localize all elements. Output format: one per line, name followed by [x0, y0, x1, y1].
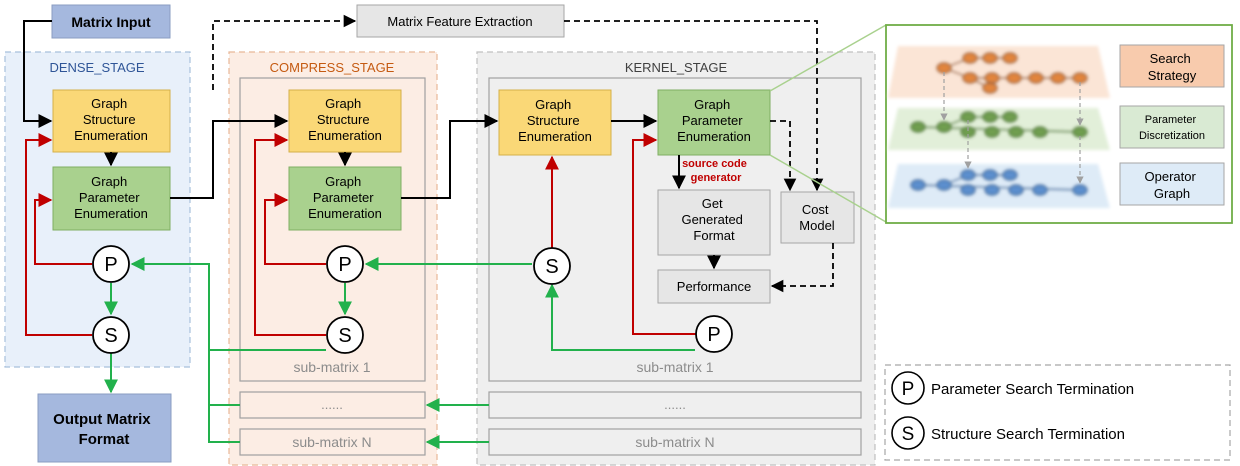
red-arrow-dense-p-to-parameter [34, 193, 92, 265]
compress-graph-structure-text: Graph Structure Enumeration [308, 96, 382, 143]
dashed-arrow-feature-to-cost-model [564, 20, 824, 192]
legend-s-node: S [891, 416, 925, 450]
inset-operator-layer [888, 164, 1110, 208]
dashed-arrow-cost-model-to-performance [770, 243, 834, 293]
green-arrow-compress-s-to-dense-p [130, 257, 326, 351]
svg-text:S: S [338, 325, 351, 347]
inset-gray-dashed-links [940, 72, 1084, 184]
matrix-input-box [51, 4, 171, 39]
dense-graph-parameter-box [52, 166, 171, 231]
cost-model-box [780, 191, 855, 244]
dense-graph-structure-text: Graph Structure Enumeration [74, 96, 148, 143]
kernel-graph-structure-box [498, 89, 612, 156]
legend-panel [884, 364, 1231, 461]
kernel-stage-label: KERNEL_STAGE [625, 60, 728, 75]
kernel-sub-matrix-1-label: sub-matrix 1 [636, 359, 713, 375]
performance-text: Performance [677, 279, 751, 294]
legend-s-text: Structure Search Termination [931, 426, 1125, 443]
kernel-graph-parameter-box [657, 89, 771, 156]
legend-p-text: Parameter Search Termination [931, 381, 1134, 398]
svg-text:S: S [104, 325, 117, 347]
search-strategy-box [1119, 44, 1225, 88]
arrow-input-to-dense-structure [23, 20, 53, 128]
cost-model-text: Cost Model [799, 202, 835, 233]
compress-p-node: P [326, 245, 364, 283]
arrow-dense-to-compress [170, 114, 289, 199]
operator-graph-text: Operator Graph [1145, 169, 1200, 201]
inset-search-strategy-layer [888, 46, 1110, 98]
performance-box [657, 269, 771, 304]
kernel-s-node: S [533, 247, 571, 285]
inset-blue-graph [910, 169, 1088, 196]
kernel-sub-matrix-1-panel [488, 77, 862, 382]
kernel-graph-structure-text: Graph Structure Enumeration [518, 97, 592, 144]
red-arrow-compress-p-to-parameter [264, 193, 326, 265]
matrix-input-text: Matrix Input [71, 14, 151, 30]
compress-graph-parameter-box [288, 166, 402, 231]
red-arrow-compress-s-to-structure [254, 133, 326, 336]
parameter-discretization-text: Parameter Discretization [1139, 114, 1205, 142]
output-matrix-format-box [37, 393, 172, 463]
compress-sub-matrix-n-text: sub-matrix N [292, 434, 371, 450]
kernel-graph-parameter-text: Graph Parameter Enumeration [677, 97, 751, 144]
parameter-discretization-box [1119, 105, 1225, 149]
output-matrix-format-text: Output Matrix Format [53, 411, 155, 448]
kernel-ellipsis-text: ...... [664, 397, 686, 412]
kernel-p-node: P [695, 315, 733, 353]
dense-graph-structure-box [52, 89, 171, 153]
matrix-feature-extraction-text: Matrix Feature Extraction [387, 14, 532, 29]
arrow-compress-to-kernel [401, 114, 499, 199]
search-strategy-text: Search Strategy [1148, 51, 1197, 83]
svg-text:S: S [545, 256, 558, 278]
svg-text:P: P [338, 254, 351, 276]
inset-orange-graph [936, 52, 1088, 94]
dense-graph-parameter-text: Graph Parameter Enumeration [74, 174, 148, 221]
inset-connector-top [769, 24, 887, 92]
green-arrow-kernel-p-to-s [545, 283, 695, 351]
dense-p-node: P [92, 245, 130, 283]
red-arrow-dense-s-to-structure [25, 133, 92, 336]
svg-text:P: P [902, 379, 915, 400]
green-arrow-compress-n-to-dense [208, 350, 240, 443]
dense-stage-label: DENSE_STAGE [49, 60, 144, 75]
dashed-arrow-to-feature-extraction [212, 14, 357, 90]
inset-connector-bottom [769, 154, 887, 223]
svg-text:P: P [104, 254, 117, 276]
operator-graph-box [1119, 162, 1225, 206]
compress-s-node: S [326, 316, 364, 354]
compress-sub-matrix-1-label: sub-matrix 1 [293, 359, 370, 375]
legend-p-node: P [891, 371, 925, 405]
svg-text:S: S [902, 424, 915, 445]
compress-ellipsis-text: ...... [321, 397, 343, 412]
source-code-generator-label: source code generator [682, 158, 750, 184]
get-generated-format-text: Get Generated Format [681, 196, 746, 243]
compress-graph-parameter-text: Graph Parameter Enumeration [308, 174, 382, 221]
kernel-sub-matrix-n-text: sub-matrix N [635, 434, 714, 450]
dense-s-node: S [92, 316, 130, 354]
red-arrow-kernel-p-to-parameter [632, 133, 696, 335]
compress-stage-label: COMPRESS_STAGE [270, 60, 395, 75]
svg-text:P: P [707, 324, 720, 346]
compress-sub-matrix-1-panel [239, 77, 426, 382]
